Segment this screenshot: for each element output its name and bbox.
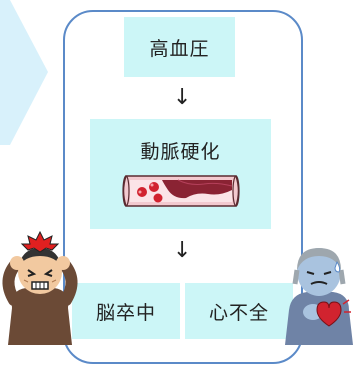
background-chevron-arrow-icon xyxy=(0,0,48,145)
heart-failure-label: 心不全 xyxy=(208,301,269,324)
arteriosclerosis-box: 動脈硬化 xyxy=(90,119,271,229)
down-arrow-2: ↓ xyxy=(173,238,192,263)
hypertension-label: 高血圧 xyxy=(149,37,210,60)
chest-pain-elder-icon xyxy=(285,248,353,345)
stroke-label: 脳卒中 xyxy=(95,301,156,324)
heart-failure-box: 心不全 xyxy=(185,283,293,339)
stroke-box: 脳卒中 xyxy=(72,283,180,339)
arteriosclerosis-label: 動脈硬化 xyxy=(140,141,221,163)
headache-man-icon xyxy=(2,230,78,345)
blood-vessel-icon xyxy=(122,175,240,207)
down-arrow-1: ↓ xyxy=(173,85,192,110)
hypertension-box: 高血圧 xyxy=(124,17,235,77)
